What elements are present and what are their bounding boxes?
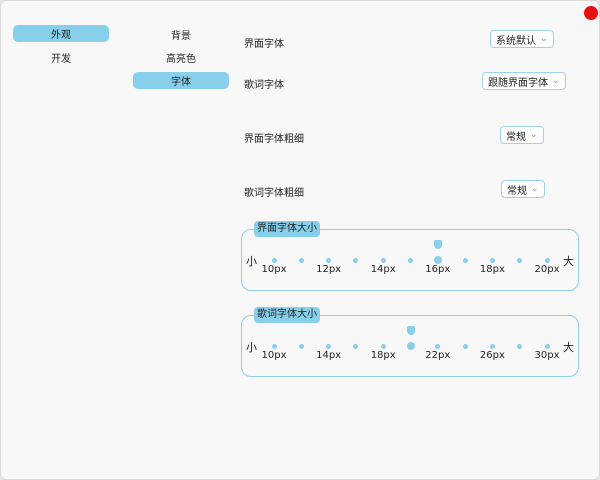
slider-tick-label: 26px [479, 350, 505, 361]
slider-step-dot[interactable] [517, 257, 523, 263]
slider-tick-label: 18px [479, 264, 505, 275]
slider-step-dot[interactable] [544, 257, 550, 263]
slider-thumb[interactable] [433, 240, 442, 249]
dropdown-value: 系统默认 [496, 35, 536, 47]
slider-step-dot[interactable] [489, 257, 495, 263]
subnav-item-highlight[interactable]: 高亮色 [133, 49, 229, 66]
slider-tick-label: 12px [316, 264, 342, 275]
subnav-item-label: 高亮色 [166, 54, 196, 65]
slider-step-dot[interactable] [406, 342, 415, 350]
dropdown-value: 跟随界面字体 [488, 77, 548, 89]
slider-step-dot[interactable] [271, 343, 277, 349]
slider-step-dot[interactable] [326, 257, 332, 263]
slider-tick-label: 22px [425, 350, 451, 361]
lyric-font-weight-label: 歌词字体粗细 [244, 188, 304, 199]
slider-step-dot[interactable] [380, 257, 386, 263]
ui-font-size-slider[interactable]: 10px 12px 14px 16px 18px 20px [242, 230, 580, 292]
slider-step-dot[interactable] [489, 343, 495, 349]
subnav-item-label: 字体 [171, 77, 191, 88]
lyric-font-dropdown[interactable]: 跟随界面字体 ⌄ [482, 72, 566, 90]
slider-step-dot[interactable] [380, 343, 386, 349]
slider-min-label: 小 [246, 341, 257, 354]
lyric-font-weight-dropdown[interactable]: 常规 ⌄ [501, 180, 545, 198]
subnav-item-label: 背景 [171, 31, 191, 42]
nav-item-label: 开发 [51, 54, 71, 65]
slider-tick-label: 10px [261, 350, 287, 361]
chevron-down-icon: ⌄ [530, 130, 538, 140]
slider-tick-label: 14px [316, 350, 342, 361]
slider-step-dot[interactable] [271, 257, 277, 263]
ui-font-label: 界面字体 [244, 39, 284, 50]
dropdown-value: 常规 [506, 131, 526, 143]
chevron-down-icon: ⌄ [531, 184, 539, 194]
slider-step-dot[interactable] [435, 343, 441, 349]
slider-step-dot[interactable] [462, 257, 468, 263]
slider-step-dot[interactable] [517, 343, 523, 349]
slider-step-dot[interactable] [408, 257, 413, 263]
subnav-item-background[interactable]: 背景 [133, 26, 229, 43]
close-button[interactable] [584, 6, 598, 20]
ui-font-dropdown[interactable]: 系统默认 ⌄ [490, 30, 554, 48]
ui-font-size-panel: 界面字体大小 小 大 10px 12px 14px 16px 18px 20px [241, 221, 580, 292]
slider-tick-label: 18px [370, 350, 396, 361]
ui-font-size-title: 界面字体大小 [254, 221, 320, 237]
nav-item-label: 外观 [51, 30, 71, 41]
slider-max-label: 大 [563, 255, 574, 268]
slider-min-label: 小 [246, 255, 257, 268]
lyric-font-size-slider[interactable]: 10px 14px 18px 22px 26px 30px [242, 316, 580, 378]
dropdown-value: 常规 [507, 185, 527, 197]
slider-step-dot[interactable] [298, 343, 304, 349]
ui-font-weight-label: 界面字体粗细 [244, 134, 304, 145]
slider-step-dot[interactable] [353, 343, 359, 349]
slider-max-label: 大 [563, 341, 574, 354]
lyric-font-size-panel: 歌词字体大小 小 大 10px 14px 18px 22px 26px 30px [241, 307, 580, 378]
ui-font-weight-dropdown[interactable]: 常规 ⌄ [500, 126, 544, 144]
subnav-item-font[interactable]: 字体 [133, 72, 229, 89]
slider-step-dot[interactable] [353, 257, 359, 263]
slider-tick-label: 16px [425, 264, 451, 275]
slider-step-dot[interactable] [433, 256, 442, 264]
slider-tick-label: 14px [370, 264, 396, 275]
slider-tick-label: 10px [261, 264, 287, 275]
slider-step-dot[interactable] [462, 343, 468, 349]
lyric-font-label: 歌词字体 [244, 80, 284, 91]
slider-step-dot[interactable] [544, 343, 550, 349]
slider-tick-label: 20px [534, 264, 560, 275]
slider-thumb[interactable] [406, 326, 415, 335]
chevron-down-icon: ⌄ [552, 76, 560, 86]
nav-item-appearance[interactable]: 外观 [13, 25, 109, 42]
chevron-down-icon: ⌄ [540, 34, 548, 44]
slider-tick-label: 30px [534, 350, 560, 361]
lyric-font-size-title: 歌词字体大小 [254, 307, 320, 323]
nav-item-develop[interactable]: 开发 [13, 49, 109, 66]
slider-step-dot[interactable] [298, 257, 304, 263]
slider-step-dot[interactable] [326, 343, 332, 349]
